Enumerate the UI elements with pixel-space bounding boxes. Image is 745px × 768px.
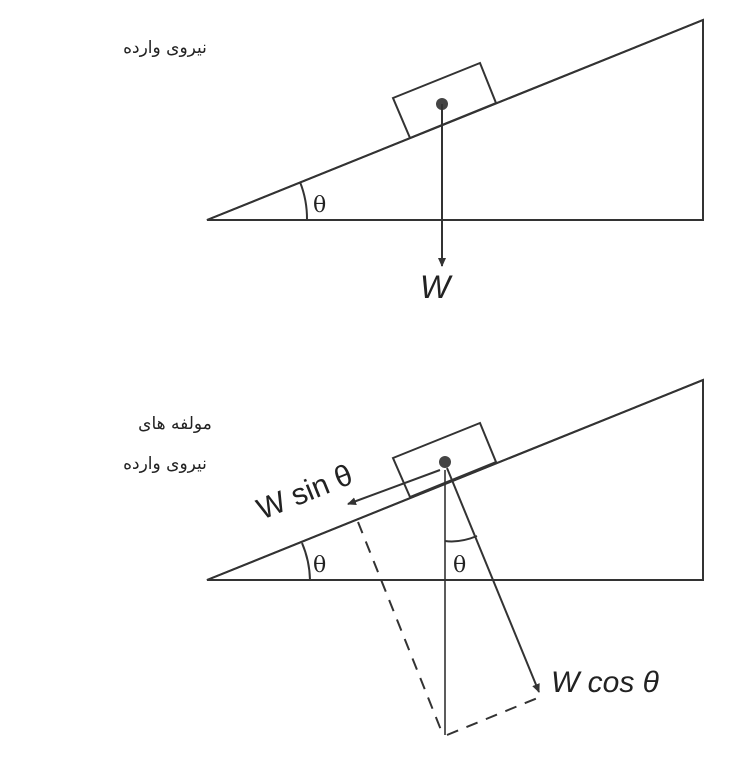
w-cos-arrow xyxy=(446,467,540,693)
angle-arc xyxy=(299,181,309,221)
bottom-caption-line2: نیروی وارده xyxy=(123,454,207,474)
bottom-diagram: θ θ W sin θ W cos θ xyxy=(206,378,704,736)
angle-label: θ xyxy=(313,193,326,218)
weight-label: W xyxy=(420,269,453,305)
center-of-mass-dot xyxy=(439,456,451,468)
w-sin-label: W sin θ xyxy=(252,458,357,526)
bottom-caption-line1: مولفه های xyxy=(138,414,212,434)
angle-label-incline: θ xyxy=(313,553,326,578)
incline-surface xyxy=(206,379,704,581)
dashed-projection-bottom xyxy=(446,696,541,736)
top-caption: نیروی وارده xyxy=(123,38,207,58)
incline-surface xyxy=(206,19,704,221)
w-sin-arrow xyxy=(347,469,441,505)
dashed-projection-left xyxy=(357,521,444,736)
angle-label-vertical: θ xyxy=(453,553,466,578)
angle-arc-vertical xyxy=(444,535,478,543)
w-cos-label: W cos θ xyxy=(551,666,660,699)
angle-arc-incline xyxy=(301,542,311,581)
top-diagram: θ W xyxy=(206,18,704,305)
